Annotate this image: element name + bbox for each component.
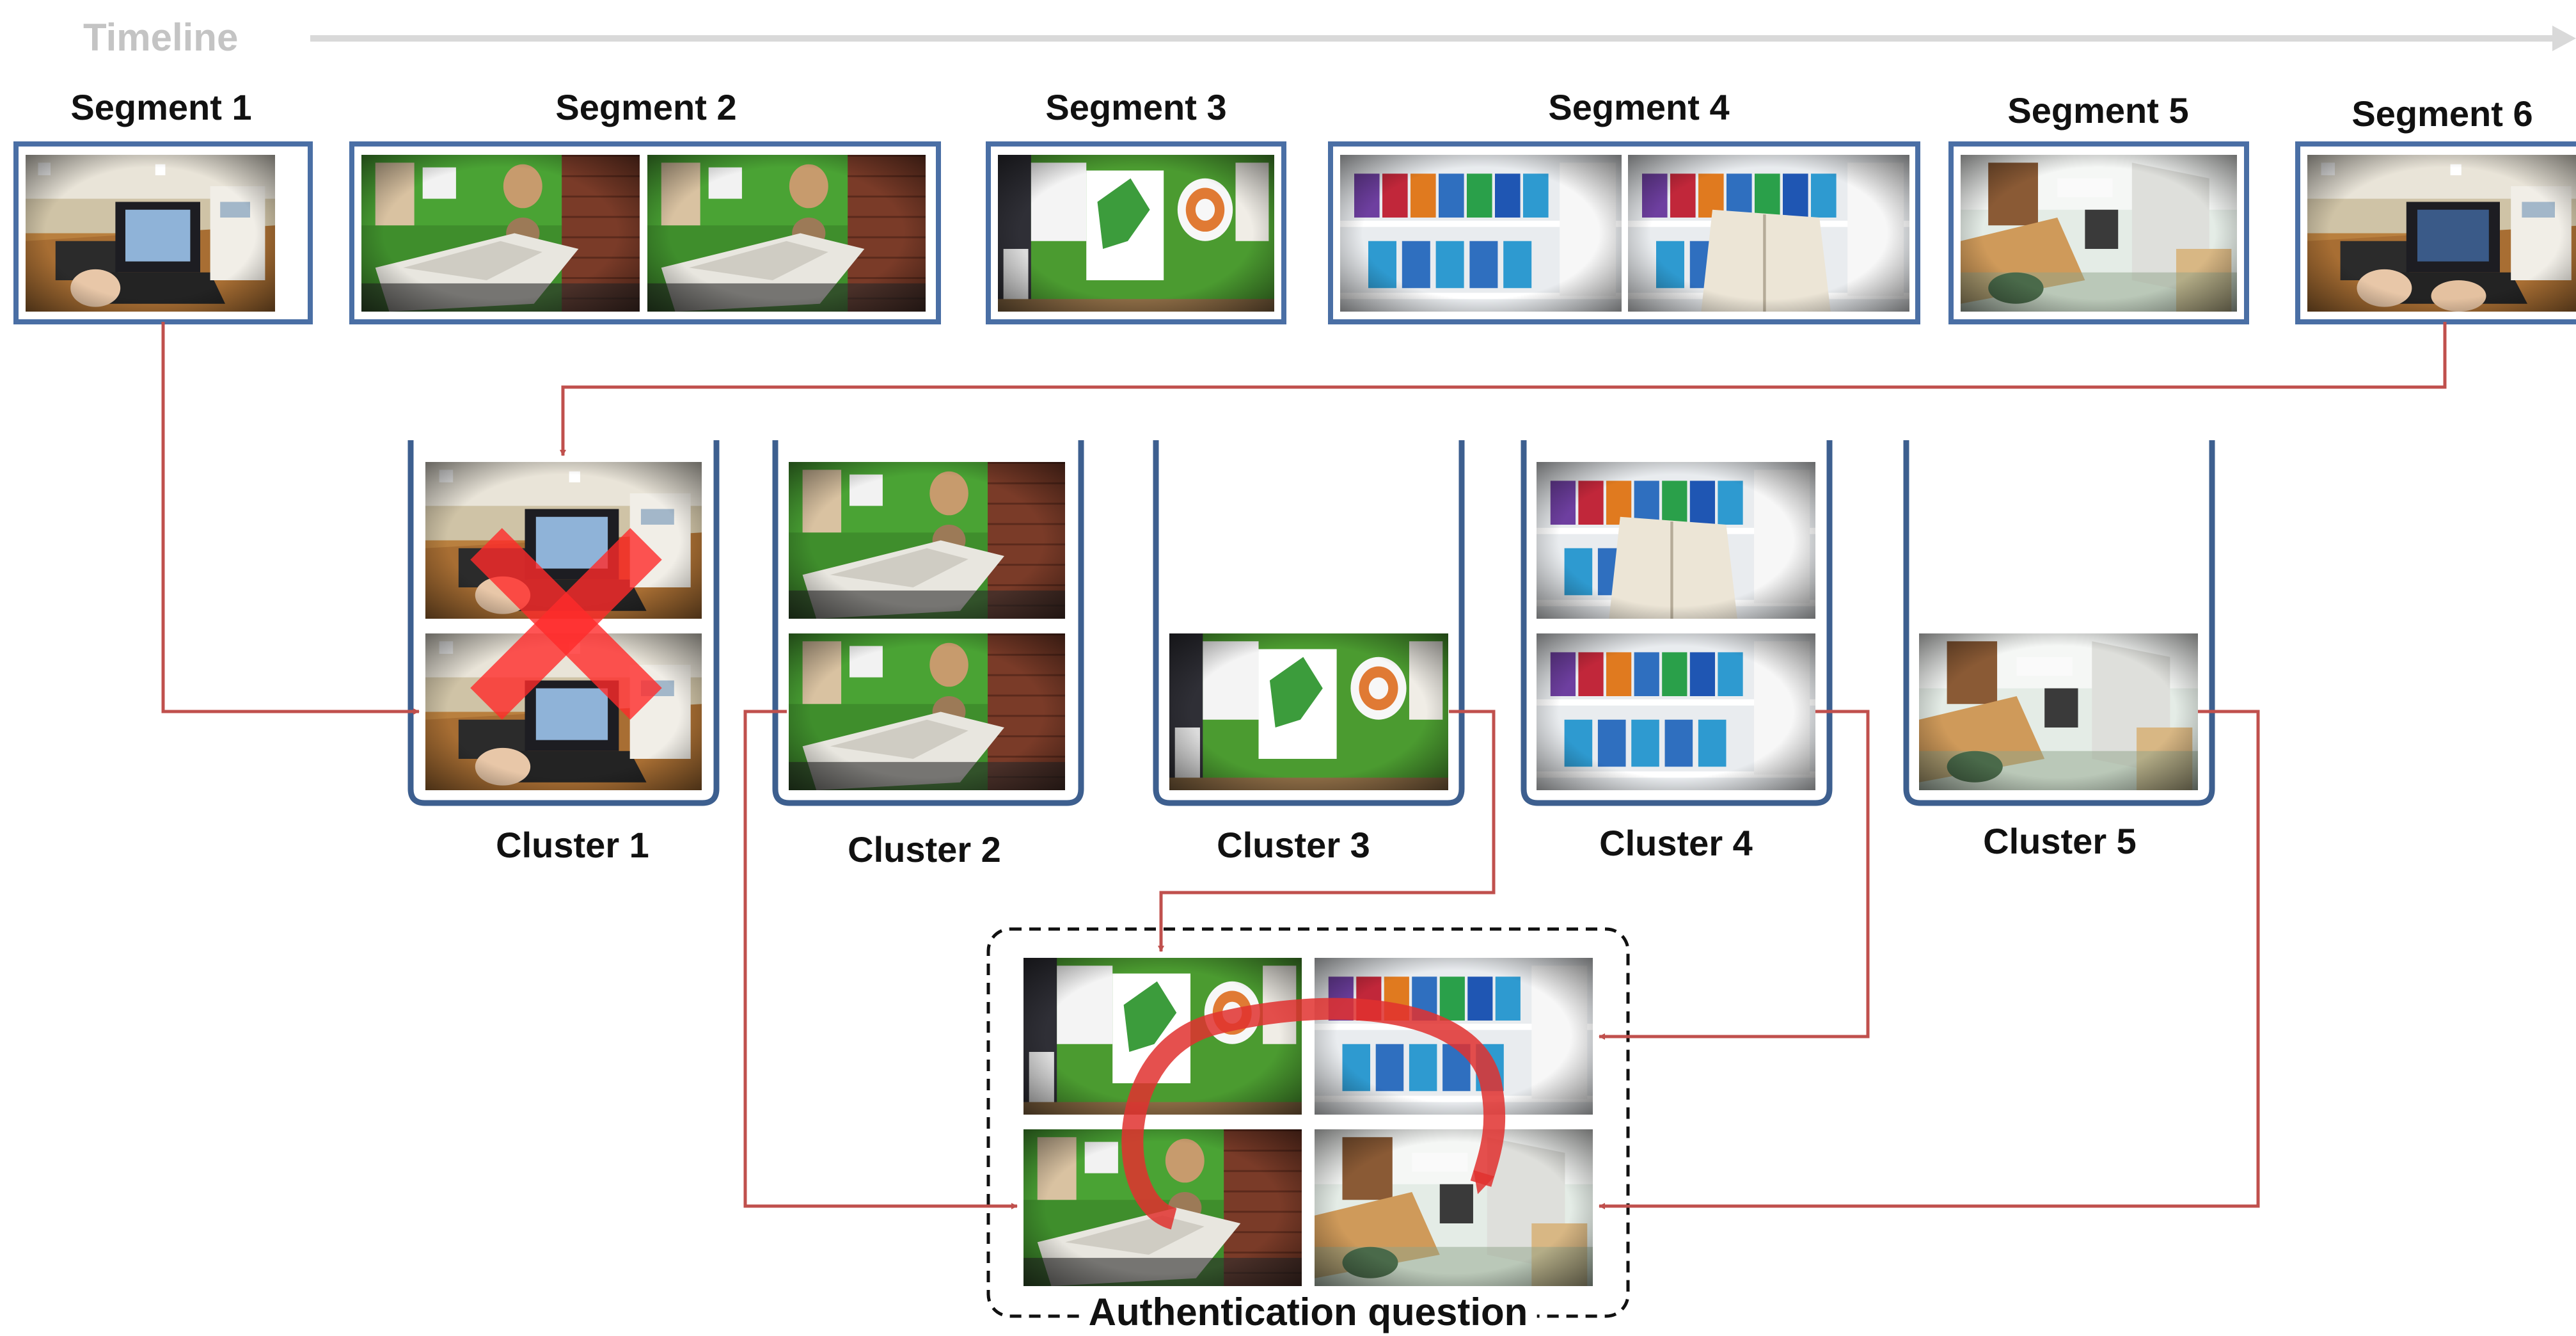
frame-thumbnail-bookshelf-reading [1628, 155, 1909, 312]
frame-thumbnail-desk-laptop-typing [2307, 155, 2576, 312]
frame-thumbnail-office-room [1961, 155, 2237, 312]
cluster-label: Cluster 1 [496, 825, 649, 865]
timeline-label: Timeline [83, 16, 239, 59]
connection-arrow [743, 710, 1018, 1209]
frame-thumbnail-poster-wall [1169, 633, 1448, 790]
cluster-bucket [407, 440, 720, 806]
segment-box [986, 141, 1286, 324]
segment-box [1328, 141, 1920, 324]
segment-label: Segment 1 [70, 87, 252, 127]
frame-thumbnail-printer [361, 155, 640, 312]
connection-arrow [1158, 710, 1496, 952]
frame-thumbnail-office-room [1919, 633, 2198, 790]
cluster-bucket [772, 440, 1084, 806]
connection-arrow [1599, 710, 1870, 1040]
frame-thumbnail-printer [647, 155, 926, 312]
cluster-label: Cluster 5 [1983, 821, 2137, 861]
frame-thumbnail-desk-laptop [425, 633, 702, 790]
segment-box [349, 141, 941, 324]
segment-label: Segment 5 [2007, 90, 2189, 131]
segment-label: Segment 4 [1548, 87, 1730, 127]
frame-thumbnail-poster-wall [1023, 958, 1302, 1115]
rejected-cross-icon [470, 528, 662, 720]
segment-label: Segment 3 [1045, 87, 1227, 127]
frame-thumbnail-printer [789, 462, 1065, 619]
timeline-arrowhead [2552, 26, 2576, 51]
segment-label: Segment 6 [2351, 93, 2533, 134]
connection-arrow [161, 322, 420, 715]
authentication-order-arrow [1121, 998, 1506, 1230]
frame-thumbnail-printer [789, 633, 1065, 790]
segment-box [2295, 141, 2576, 324]
frame-thumbnail-bookshelf [1537, 633, 1815, 790]
cluster-bucket [1903, 440, 2215, 806]
authentication-question-label: Authentication question [1079, 1290, 1537, 1334]
cluster-label: Cluster 3 [1217, 825, 1370, 865]
segment-label: Segment 2 [555, 87, 737, 127]
frame-thumbnail-bookshelf-reading [1537, 462, 1815, 619]
frame-thumbnail-poster-wall [998, 155, 1274, 312]
frame-thumbnail-printer [1023, 1129, 1302, 1286]
connection-arrow [560, 322, 2447, 456]
cluster-label: Cluster 4 [1599, 823, 1753, 863]
cluster-bucket [1153, 440, 1465, 806]
frame-thumbnail-bookshelf [1340, 155, 1622, 312]
frame-thumbnail-office-room [1315, 1129, 1593, 1286]
segment-box [1948, 141, 2249, 324]
connection-arrow [1599, 710, 2260, 1209]
cluster-label: Cluster 2 [848, 829, 1001, 870]
cluster-bucket [1521, 440, 1833, 806]
frame-thumbnail-desk-laptop [26, 155, 275, 312]
